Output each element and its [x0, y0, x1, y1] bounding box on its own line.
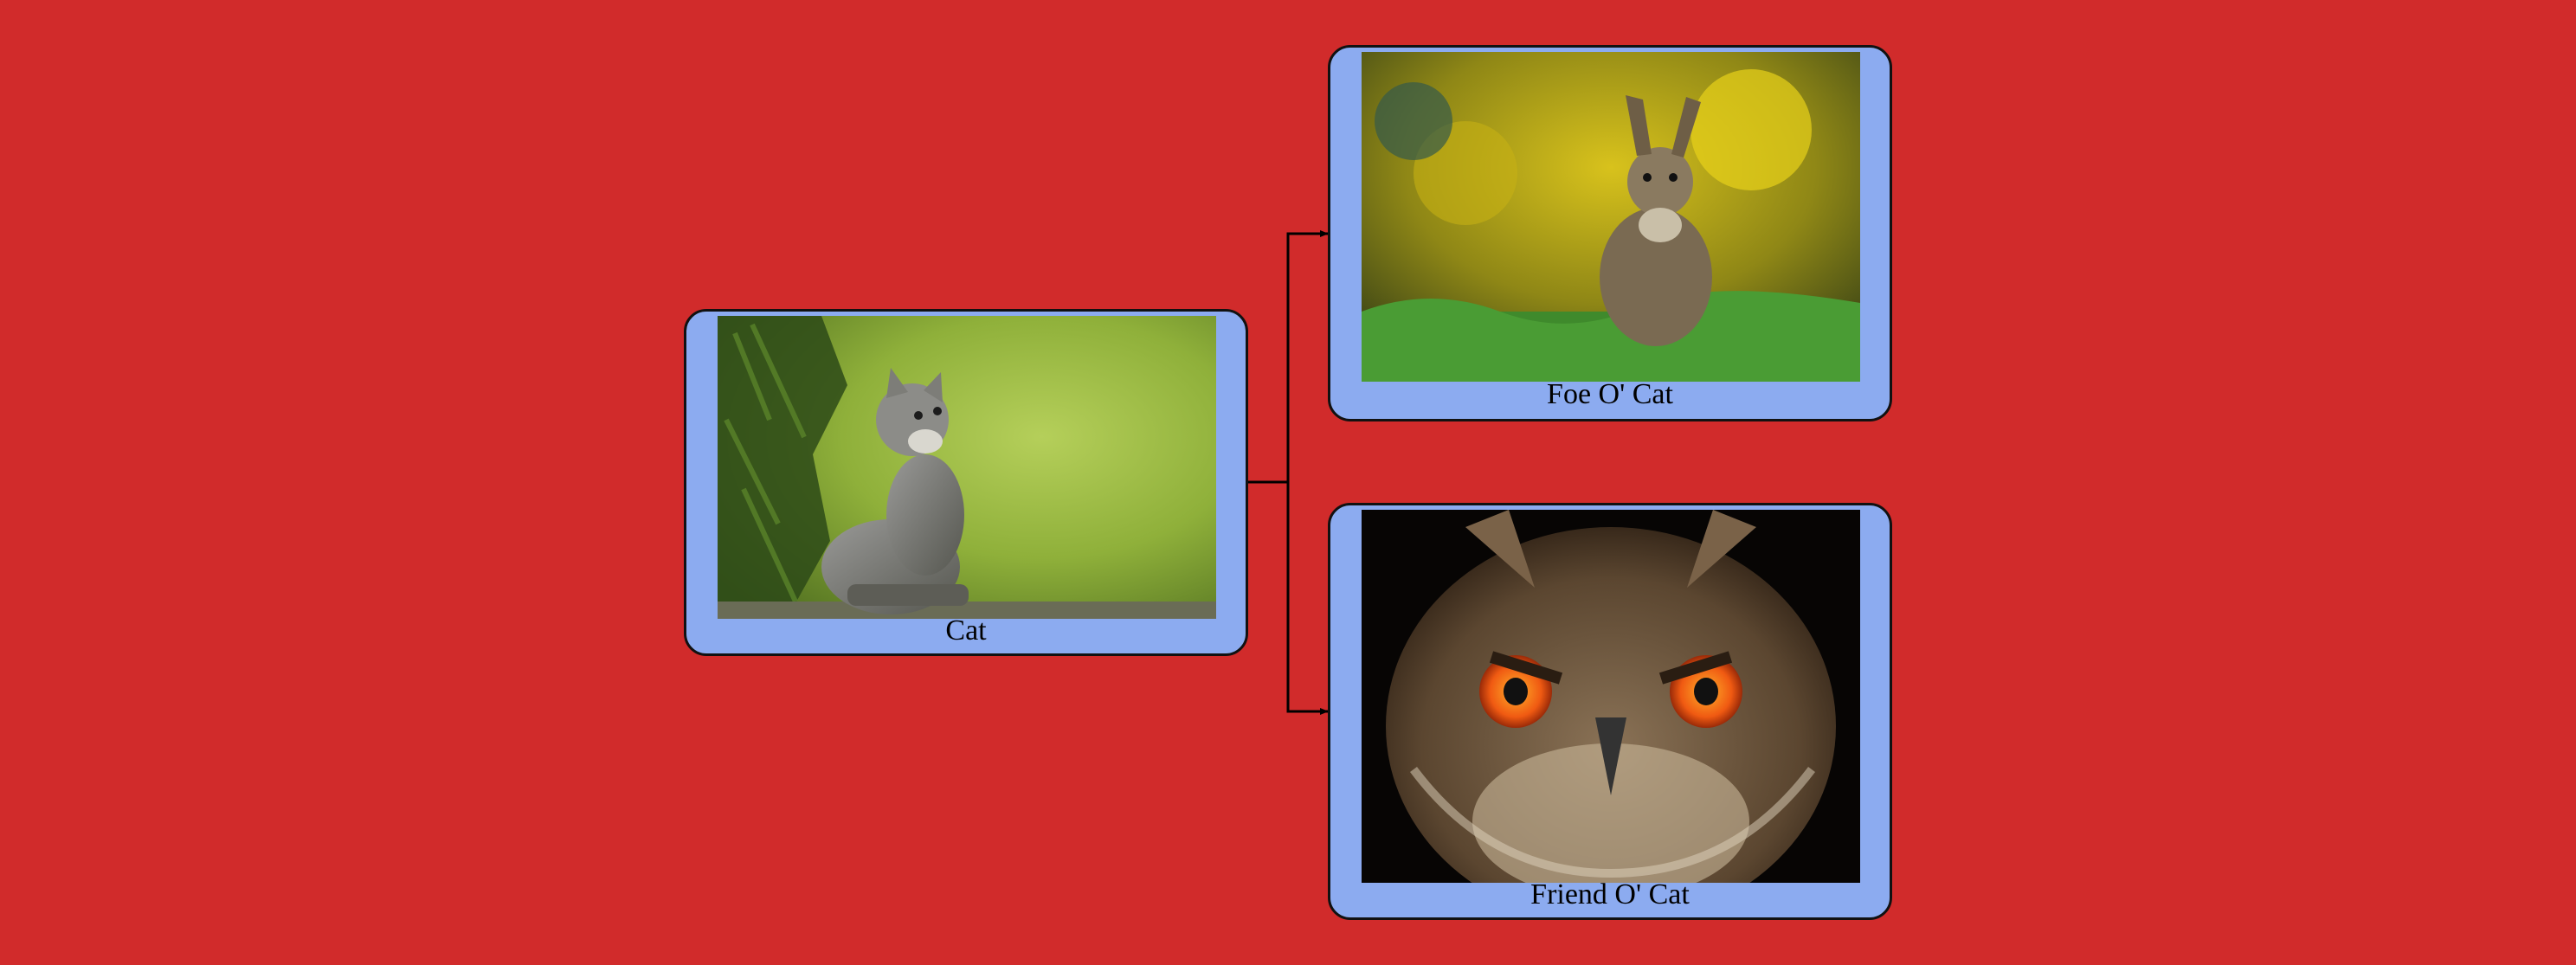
edge-cat-to-foe: [1248, 230, 1329, 484]
node-cat[interactable]: Cat: [684, 309, 1248, 656]
edge-cat-to-friend: [1286, 482, 1329, 715]
rabbit-photo: [1362, 52, 1860, 382]
node-friend[interactable]: Friend O' Cat: [1328, 503, 1892, 920]
owl-photo: [1362, 510, 1860, 883]
node-label: Cat: [945, 614, 987, 647]
kitten-photo: [718, 316, 1216, 619]
node-foe[interactable]: Foe O' Cat: [1328, 45, 1892, 421]
node-label: Friend O' Cat: [1530, 878, 1690, 910]
node-label: Foe O' Cat: [1547, 378, 1673, 410]
